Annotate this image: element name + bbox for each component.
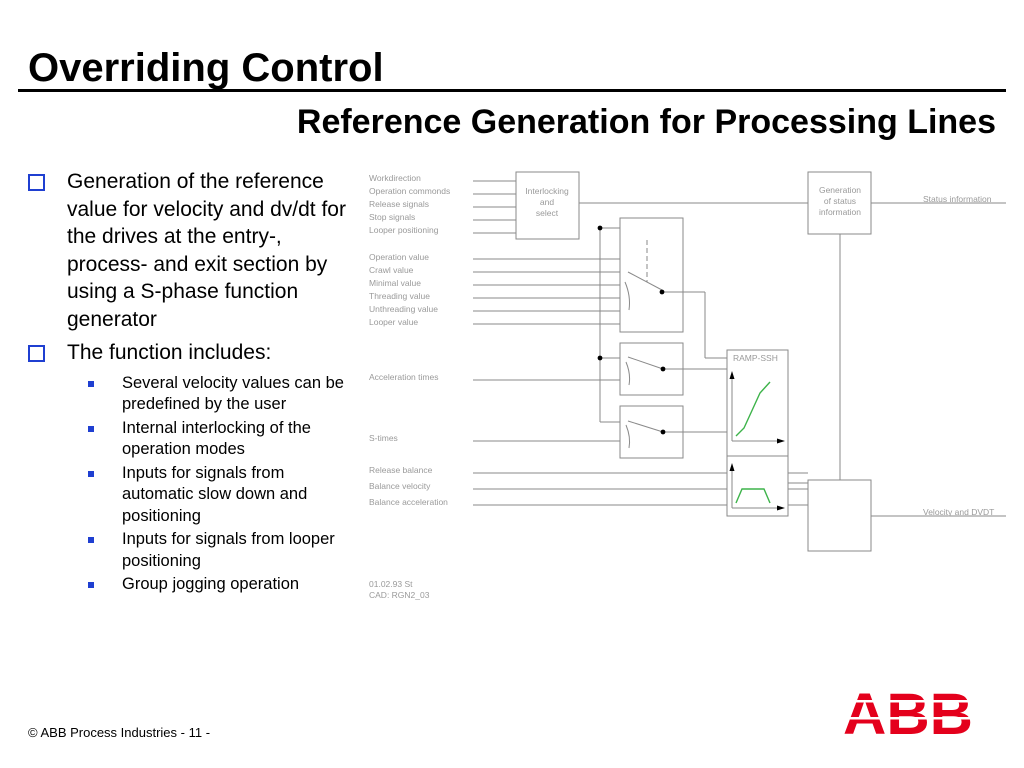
square-bullet-icon [88, 425, 94, 432]
bullet-item: The function includes: [28, 339, 358, 367]
sub-bullet-item: Internal interlocking of the operation m… [88, 418, 358, 461]
velocity-output-block [807, 479, 872, 552]
drawing-cad-stamp: CAD: RGN2_03 [369, 590, 430, 600]
output-label-velocity-dvdt: Velocity and DVDT [923, 507, 994, 517]
bullet-list: Generation of the reference value for ve… [28, 168, 358, 598]
square-bullet-icon [88, 537, 94, 543]
switch-contact-dot [659, 289, 665, 295]
axis-arrow-right-icon [777, 505, 785, 511]
axis-arrow-up-icon [729, 463, 735, 471]
generation-label-line2: of status [824, 196, 856, 206]
balance-ramp-curve [735, 488, 771, 504]
drawing-date-stamp: 01.02.93 St [369, 579, 413, 589]
generation-label-line3: information [819, 207, 861, 217]
input-label-stop-signals: Stop signals [369, 212, 415, 222]
switch-contact-dot [660, 366, 666, 372]
input-label-balance-velocity: Balance velocity [369, 481, 431, 491]
generation-label-line1: Generation [819, 185, 861, 195]
interlocking-label-line3: select [536, 208, 559, 218]
ramp-ssh-block [726, 349, 789, 517]
sub-bullet-text: Several velocity values can be predefine… [122, 373, 344, 414]
square-bullet-icon [88, 380, 94, 387]
bullet-item: Generation of the reference value for ve… [28, 168, 358, 333]
sub-bullet-item: Inputs for signals from automatic slow d… [88, 463, 358, 528]
interlocking-select-block [515, 171, 580, 240]
axis-arrow-up-icon [729, 371, 735, 379]
input-label-release-balance: Release balance [369, 465, 433, 475]
junction-dot [597, 225, 603, 231]
bullet-text: The function includes: [67, 341, 272, 364]
value-selector-block [619, 217, 684, 333]
abb-logo: ABB [842, 684, 974, 736]
sub-bullet-item: Inputs for signals from looper positioni… [88, 529, 358, 572]
sub-bullet-text: Internal interlocking of the operation m… [122, 418, 311, 459]
ramp-s-curve [735, 381, 771, 437]
sub-bullet-text: Group jogging operation [122, 575, 300, 593]
input-label-balance-acceleration: Balance acceleration [369, 497, 448, 507]
hollow-square-bullet-icon [28, 345, 45, 362]
input-label-operation-value: Operation value [369, 252, 429, 262]
interlocking-label-line2: and [540, 197, 554, 207]
hollow-square-bullet-icon [28, 174, 45, 191]
input-label-operation-commands: Operation commonds [369, 186, 450, 196]
junction-dot [597, 355, 603, 361]
output-label-status-information: Status information [923, 194, 992, 204]
input-label-acceleration-times: Acceleration times [369, 372, 438, 382]
sub-bullet-text: Inputs for signals from looper positioni… [122, 530, 335, 570]
sub-bullet-list: Several velocity values can be predefine… [88, 373, 358, 596]
footer-copyright: © ABB Process Industries - 11 - [28, 725, 211, 740]
title-underline [18, 89, 1006, 92]
square-bullet-icon [88, 582, 94, 588]
input-label-looper-positioning: Looper positioning [369, 225, 439, 235]
reference-generation-diagram: Workdirection Operation commonds Release… [369, 171, 1006, 600]
axis-arrow-right-icon [777, 438, 785, 444]
input-label-unthreading-value: Unthreading value [369, 304, 438, 314]
sub-bullet-item: Several velocity values can be predefine… [88, 373, 358, 416]
switch-contact-dot [660, 429, 666, 435]
interlocking-label-line1: Interlocking [525, 186, 569, 196]
input-label-crawl-value: Crawl value [369, 265, 414, 275]
input-label-threading-value: Threading value [369, 291, 430, 301]
sub-bullet-item: Group jogging operation [88, 574, 358, 596]
ramp-ssh-label: RAMP-SSH [733, 353, 778, 363]
status-generation-block [807, 171, 872, 235]
input-label-minimal-value: Minimal value [369, 278, 421, 288]
square-bullet-icon [88, 470, 94, 477]
input-label-looper-value: Looper value [369, 317, 418, 327]
abb-logo-text: ABB [843, 684, 973, 736]
input-label-release-signals: Release signals [369, 199, 429, 209]
slide-subtitle: Reference Generation for Processing Line… [296, 103, 996, 141]
slide-title: Overriding Control [28, 46, 384, 90]
input-label-workdirection: Workdirection [369, 173, 421, 183]
input-label-s-times: S-times [369, 433, 398, 443]
bullet-text: Generation of the reference value for ve… [67, 170, 346, 331]
sub-bullet-text: Inputs for signals from automatic slow d… [122, 463, 308, 525]
ramp-curves [735, 381, 771, 504]
